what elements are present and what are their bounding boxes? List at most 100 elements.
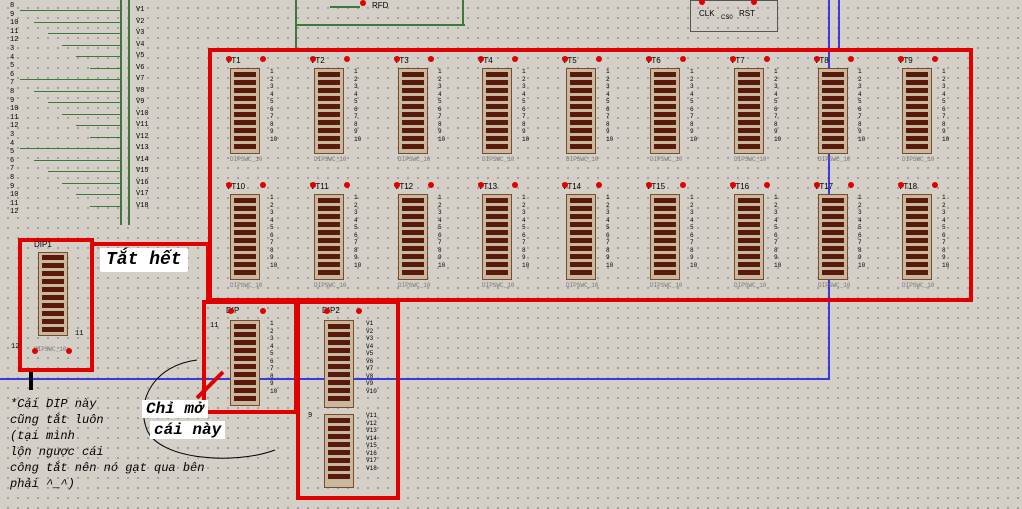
switch-lever[interactable]	[570, 246, 592, 251]
dip-body[interactable]	[650, 68, 680, 154]
switch-lever[interactable]	[486, 72, 508, 77]
switch-lever[interactable]	[318, 222, 340, 227]
switch-lever[interactable]	[822, 270, 844, 275]
switch-lever[interactable]	[402, 128, 424, 133]
switch-lever[interactable]	[654, 214, 676, 219]
middle-dip-body[interactable]	[230, 320, 260, 406]
switch-lever[interactable]	[822, 136, 844, 141]
switch-lever[interactable]	[234, 214, 256, 219]
dip-body[interactable]	[650, 194, 680, 280]
switch-lever[interactable]	[234, 206, 256, 211]
switch-lever[interactable]	[486, 206, 508, 211]
switch-lever[interactable]	[906, 72, 928, 77]
switch-lever[interactable]	[570, 206, 592, 211]
switch-lever[interactable]	[906, 206, 928, 211]
switch-lever[interactable]	[402, 112, 424, 117]
switch-lever[interactable]	[318, 262, 340, 267]
switch-lever[interactable]	[906, 136, 928, 141]
clock-component[interactable]: CLK RST CS0	[690, 0, 778, 32]
dip-body[interactable]	[902, 68, 932, 154]
switch-lever[interactable]	[822, 262, 844, 267]
switch-lever[interactable]	[42, 295, 64, 300]
switch-lever[interactable]	[328, 380, 350, 385]
switch-lever[interactable]	[906, 112, 928, 117]
switch-lever[interactable]	[234, 324, 256, 329]
switch-lever[interactable]	[822, 104, 844, 109]
switch-lever[interactable]	[318, 254, 340, 259]
dip2-body-top[interactable]	[324, 320, 354, 408]
switch-lever[interactable]	[318, 136, 340, 141]
switch-lever[interactable]	[738, 198, 760, 203]
switch-lever[interactable]	[234, 340, 256, 345]
switch-lever[interactable]	[654, 198, 676, 203]
switch-lever[interactable]	[906, 88, 928, 93]
switch-lever[interactable]	[570, 136, 592, 141]
switch-lever[interactable]	[654, 128, 676, 133]
switch-lever[interactable]	[328, 340, 350, 345]
switch-lever[interactable]	[570, 222, 592, 227]
switch-lever[interactable]	[822, 112, 844, 117]
switch-lever[interactable]	[234, 364, 256, 369]
switch-lever[interactable]	[822, 230, 844, 235]
switch-lever[interactable]	[654, 104, 676, 109]
switch-lever[interactable]	[328, 458, 350, 463]
switch-lever[interactable]	[570, 72, 592, 77]
switch-lever[interactable]	[654, 80, 676, 85]
switch-lever[interactable]	[234, 254, 256, 259]
switch-lever[interactable]	[906, 222, 928, 227]
switch-lever[interactable]	[822, 128, 844, 133]
switch-lever[interactable]	[486, 254, 508, 259]
switch-lever[interactable]	[234, 246, 256, 251]
switch-lever[interactable]	[486, 270, 508, 275]
switch-lever[interactable]	[328, 396, 350, 401]
switch-lever[interactable]	[234, 80, 256, 85]
switch-lever[interactable]	[570, 262, 592, 267]
switch-lever[interactable]	[328, 474, 350, 479]
switch-lever[interactable]	[234, 136, 256, 141]
switch-lever[interactable]	[906, 104, 928, 109]
switch-lever[interactable]	[328, 418, 350, 423]
switch-lever[interactable]	[42, 327, 64, 332]
switch-lever[interactable]	[486, 80, 508, 85]
switch-lever[interactable]	[402, 88, 424, 93]
dip-body[interactable]	[398, 68, 428, 154]
switch-lever[interactable]	[822, 254, 844, 259]
switch-lever[interactable]	[738, 246, 760, 251]
switch-lever[interactable]	[570, 214, 592, 219]
switch-lever[interactable]	[402, 144, 424, 149]
switch-lever[interactable]	[486, 230, 508, 235]
switch-lever[interactable]	[738, 120, 760, 125]
switch-lever[interactable]	[318, 206, 340, 211]
switch-lever[interactable]	[234, 128, 256, 133]
dip-body[interactable]	[566, 68, 596, 154]
switch-lever[interactable]	[738, 72, 760, 77]
switch-lever[interactable]	[486, 262, 508, 267]
switch-lever[interactable]	[318, 238, 340, 243]
switch-lever[interactable]	[318, 88, 340, 93]
switch-lever[interactable]	[906, 246, 928, 251]
switch-lever[interactable]	[654, 144, 676, 149]
switch-lever[interactable]	[234, 332, 256, 337]
switch-lever[interactable]	[738, 80, 760, 85]
switch-lever[interactable]	[738, 238, 760, 243]
switch-lever[interactable]	[318, 198, 340, 203]
switch-lever[interactable]	[402, 214, 424, 219]
switch-lever[interactable]	[570, 144, 592, 149]
switch-lever[interactable]	[234, 270, 256, 275]
switch-lever[interactable]	[570, 120, 592, 125]
switch-lever[interactable]	[822, 120, 844, 125]
switch-lever[interactable]	[738, 128, 760, 133]
switch-lever[interactable]	[654, 120, 676, 125]
switch-lever[interactable]	[822, 198, 844, 203]
switch-lever[interactable]	[234, 96, 256, 101]
switch-lever[interactable]	[234, 144, 256, 149]
switch-lever[interactable]	[570, 198, 592, 203]
switch-lever[interactable]	[570, 128, 592, 133]
